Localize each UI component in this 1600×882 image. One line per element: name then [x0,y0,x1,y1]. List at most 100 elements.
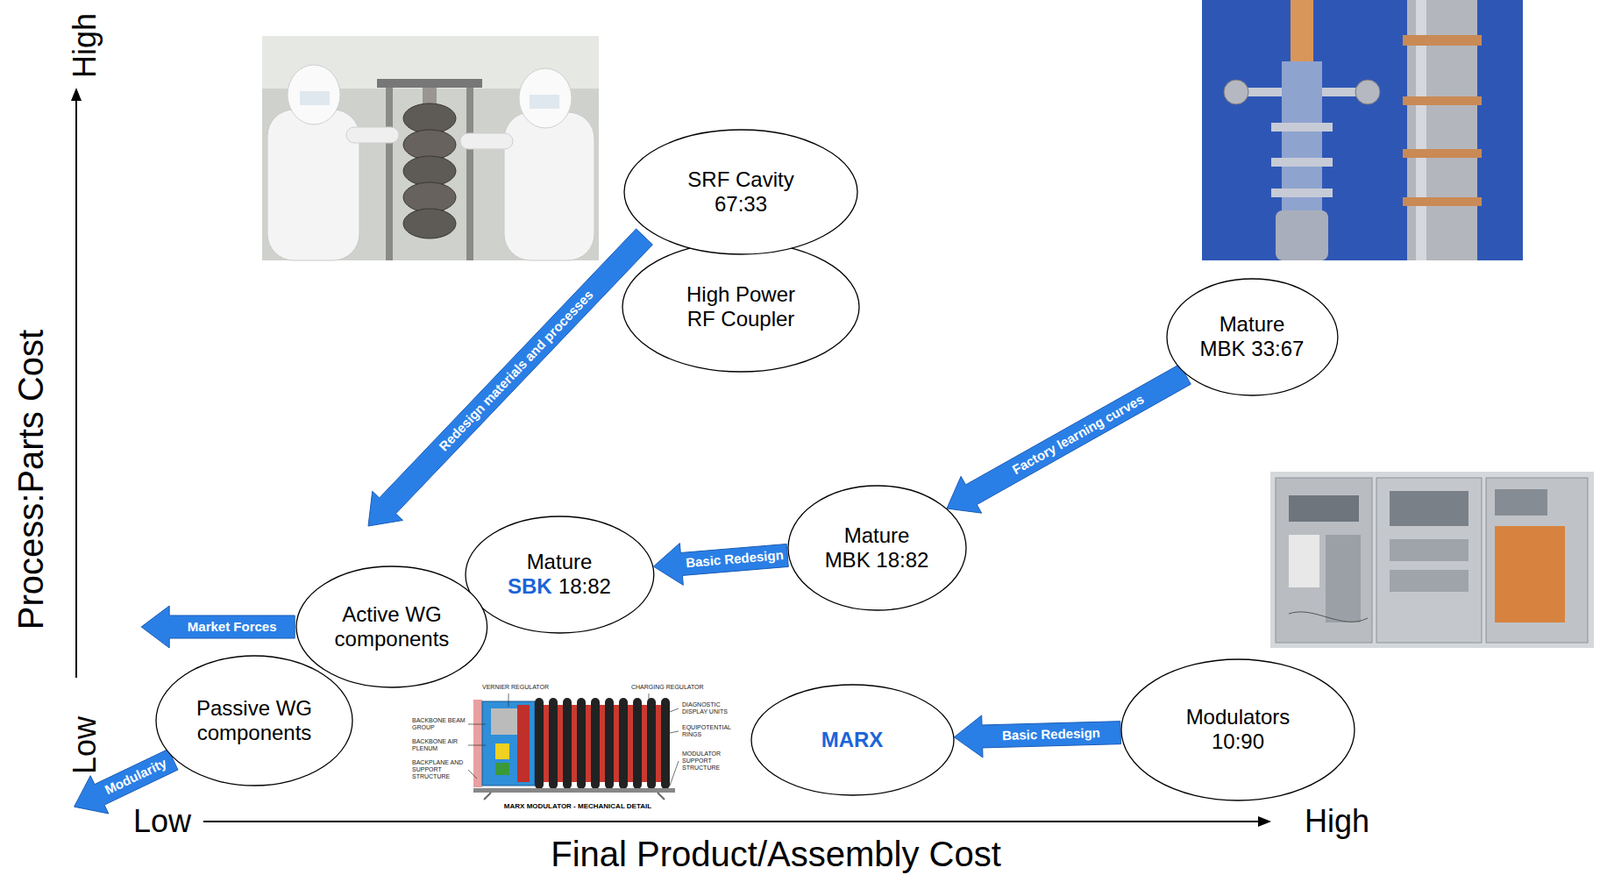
cleanroom-photo [262,35,599,261]
backbone-beam [482,701,535,786]
red-panel [517,704,530,783]
part-label: BACKBONE AIR PLENUM [412,738,467,753]
node-label: 18:82 [558,574,612,599]
leader-line [648,693,650,700]
node-label: SRF Cavity 67:33 [684,167,797,216]
leader-line [468,724,486,726]
node-label: Mature [497,549,621,575]
support-leg [483,792,491,800]
axis-end-label: High [66,13,103,79]
ring [604,697,614,790]
support-base [473,788,676,793]
ellipse-node: MARX [750,683,955,797]
part-label: DIAGNOSTIC DISPLAY UNITS [682,701,744,716]
leader-line [508,693,510,707]
ellipse-shape [622,241,860,372]
copper-band [1402,197,1482,207]
ellipse-shape [465,516,655,633]
arrow-label: Basic Redesign [682,547,787,572]
ellipse-node: Active WG components [295,565,489,689]
cabinet-bay [1376,477,1482,643]
arrow-label: Factory learning curves [1007,389,1150,479]
node-label: High Power RF Coupler [679,282,803,331]
ring-gap [627,704,633,783]
cavity-cell [403,129,456,160]
backplane [473,699,483,788]
axes [71,87,1272,827]
copper-part [1290,0,1314,64]
ellipse-shape [1121,659,1355,801]
y-axis [75,98,78,678]
node-text-block: Modulators 10:90 [1180,704,1295,754]
ring-gap [599,704,605,783]
block-arrow [653,543,789,586]
node-label: Mature MBK 18:82 [821,523,932,572]
leader-lines [468,693,679,786]
part-label: VERNIER REGULATOR [482,683,570,691]
person-arm [460,133,513,150]
node-text-block: High Power RF Coupler [679,282,803,331]
ellipse-node: Mature MBK 33:67 [1166,277,1339,397]
ring-gap [641,704,648,783]
node-label: MARX [790,727,914,753]
node-label: Modulators 10:90 [1180,704,1295,754]
ring [618,697,628,790]
node-label: Active WG components [329,602,455,651]
ellipse-shape [751,684,954,796]
ellipse-node: Mature MBK 18:82 [787,484,968,612]
cavity-cell [403,156,456,186]
ring-gap [543,704,549,783]
ellipse-shape [1166,278,1338,396]
regulator-block [490,708,518,735]
node-label: Passive WG components [192,696,317,745]
part-label: MODULATOR SUPPORT STRUCTURE [682,750,744,771]
coupler-flange [1271,188,1333,198]
cabinet-unit [1389,490,1469,527]
part-label: BACKBONE BEAM GROUP [412,717,467,732]
ring-gap [557,704,563,783]
cabinet-bay [1486,477,1588,643]
leader-line [468,769,477,779]
node-text-block: Mature MBK 18:82 [821,523,932,572]
part-label: CHARGING REGULATOR [631,683,728,691]
arrow-label: Market Forces [184,618,280,636]
node-text-block: Active WG components [329,602,455,651]
stand-post [385,83,393,261]
photo-ground [1270,471,1594,648]
coupler-knob [1223,79,1249,105]
leader-line [669,731,679,733]
cabinet-wire [1288,611,1368,622]
leader-line [669,708,679,712]
ring-gap [571,704,577,783]
figure-caption: MARX MODULATOR - MECHANICAL DETAIL [504,802,652,811]
block-arrow [953,715,1121,758]
cabinet-unit [1494,489,1548,516]
y-axis-head [71,87,82,101]
ring-gap [585,704,591,783]
person-suit [267,109,360,261]
photo-ground [1201,0,1523,261]
person-arm [346,127,399,143]
ellipse-node: Passive WG components [155,654,354,787]
node-label: SBK [507,574,553,599]
ellipse-node: MatureSBK18:82 [464,515,655,634]
person-hood [287,64,341,125]
marx-modulator-drawing [468,693,679,800]
ellipse-node: Modulators 10:90 [1120,658,1356,802]
cabinet-unit [1325,534,1361,623]
arrow-label: Modularity [99,753,172,800]
node-text-block: MatureSBK18:82 [497,549,621,598]
ring [576,697,586,790]
person-hood [519,68,572,128]
cavity-cell [403,103,456,134]
person-mask [529,94,560,109]
ring [590,697,600,790]
ring [632,697,642,790]
person-mask [299,91,330,106]
node-text-block: Mature MBK 33:67 [1196,312,1308,361]
block-arrow [368,228,653,527]
ring-gap [655,704,662,783]
axis-end-label: Low [133,803,192,840]
ellipse-shape [156,655,353,786]
